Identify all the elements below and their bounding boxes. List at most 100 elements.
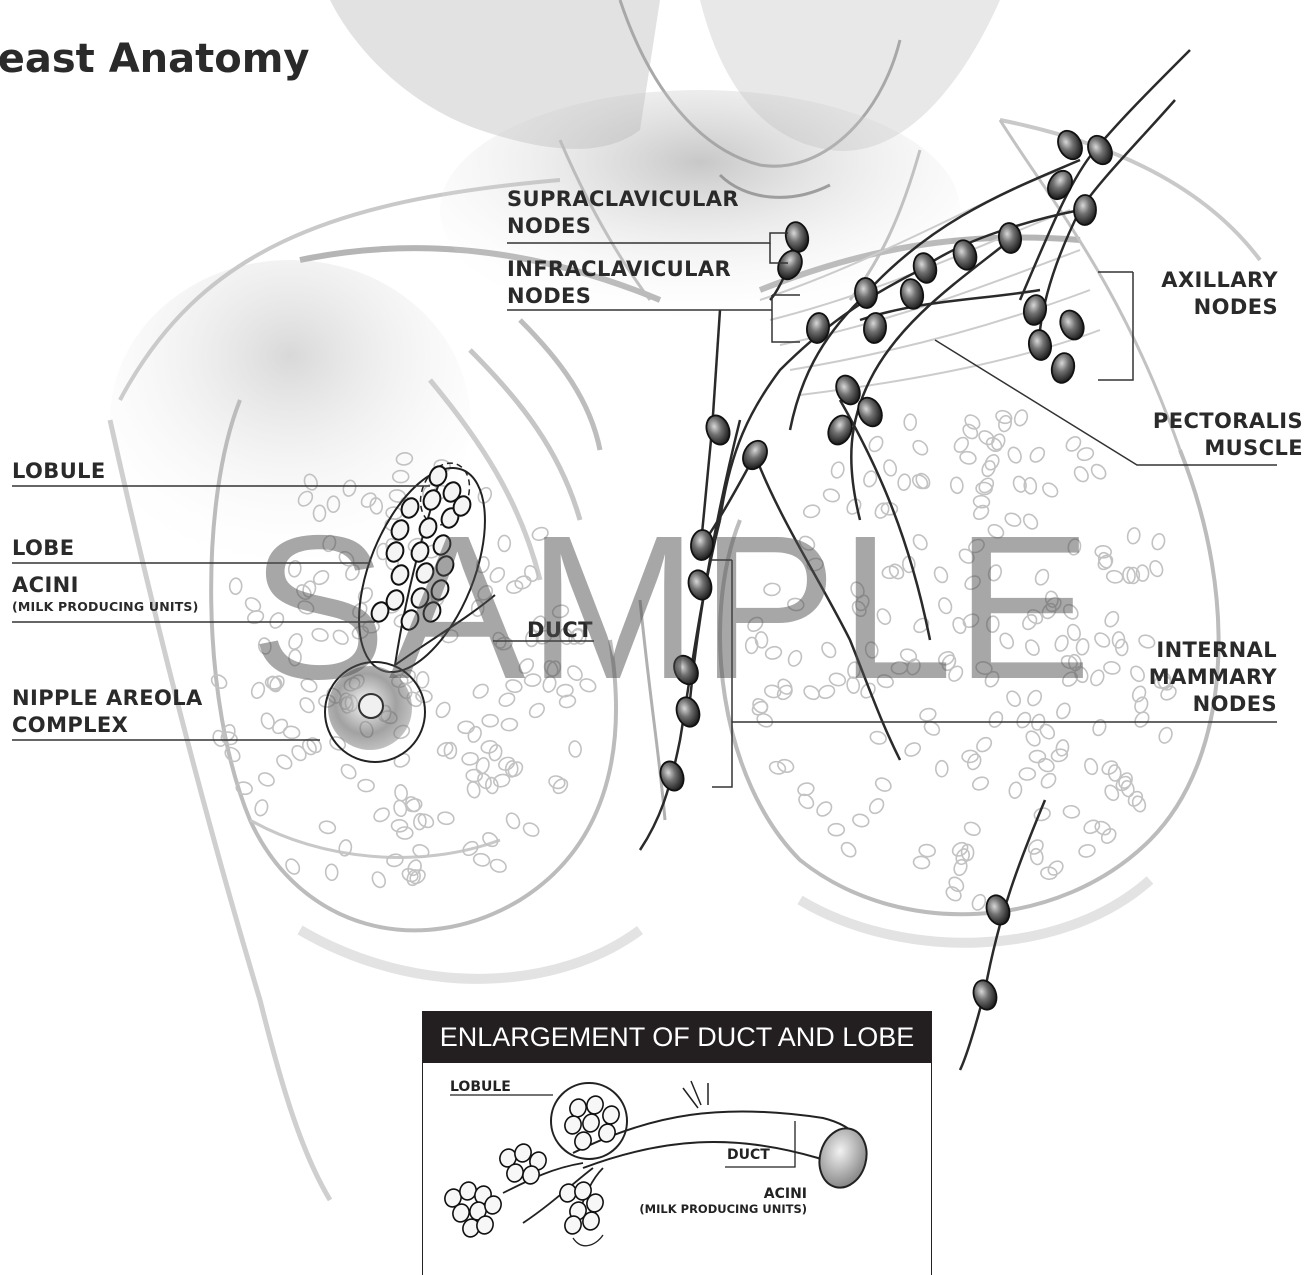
acinus <box>802 683 822 702</box>
lymph-node <box>1049 351 1077 385</box>
label-internal-line2: MAMMARY <box>1149 665 1277 689</box>
acinus <box>950 840 970 859</box>
acinus <box>1029 847 1044 865</box>
acinus <box>471 682 491 701</box>
acinus <box>488 743 504 762</box>
lymph-node <box>738 437 772 474</box>
acinus <box>541 675 557 694</box>
acinus <box>229 578 242 595</box>
acinus <box>458 721 475 734</box>
acinus <box>1067 538 1082 556</box>
acinus <box>797 781 815 797</box>
acinus <box>505 760 518 777</box>
acinus <box>1083 757 1100 776</box>
label-pectoralis-line1: PECTORALIS <box>1153 409 1303 433</box>
acinus <box>288 649 301 666</box>
inset-acinus <box>600 1104 621 1126</box>
acinus <box>386 853 404 868</box>
page-title: reast Anatomy <box>0 36 309 82</box>
acinus <box>551 776 571 796</box>
acinus <box>501 718 518 732</box>
acinus <box>286 632 304 652</box>
label-pectoralis-line2: MUSCLE <box>1204 436 1303 460</box>
inset-acinus <box>580 1112 601 1134</box>
acinus <box>946 874 966 894</box>
label-acini-main: ACINI <box>12 573 79 597</box>
lobe-acinus <box>414 561 437 586</box>
acinus <box>986 522 1006 540</box>
acinus <box>745 615 765 634</box>
acinus <box>899 647 918 664</box>
acinus <box>1102 609 1121 629</box>
acinus <box>1076 446 1095 462</box>
acinus <box>957 547 977 566</box>
acinus <box>462 752 479 765</box>
nipple-areola <box>325 662 425 762</box>
label-duct: DUCT <box>527 617 593 644</box>
acinus <box>1023 638 1042 658</box>
lymph-node <box>669 652 702 689</box>
acinus <box>1019 768 1035 781</box>
acinus <box>1089 462 1109 482</box>
acinus <box>283 725 300 739</box>
acinus <box>524 673 541 687</box>
acinus <box>257 771 277 789</box>
acinus <box>846 676 860 694</box>
acinus <box>913 856 930 870</box>
label-acini-sub: (MILK PRODUCING UNITS) <box>12 599 199 614</box>
acinus <box>504 811 522 831</box>
acinus <box>882 459 898 478</box>
acinus <box>891 661 908 675</box>
acinus <box>331 628 351 647</box>
lymph-node <box>1043 167 1077 204</box>
label-nipple-line1: NIPPLE AREOLA <box>12 686 203 710</box>
acinus <box>745 637 758 654</box>
inset-label-acini: ACINI (MILK PRODUCING UNITS) <box>639 1186 807 1216</box>
acinus <box>802 504 820 520</box>
acinus <box>1013 408 1030 427</box>
label-axillary-nodes: AXILLARY NODES <box>1161 267 1278 321</box>
acinus <box>970 892 988 912</box>
acinus <box>960 422 980 442</box>
label-axillary-line2: NODES <box>1194 295 1278 319</box>
inset-label-acini-sub: (MILK PRODUCING UNITS) <box>639 1202 807 1216</box>
lymph-node <box>1074 195 1097 225</box>
acinus <box>897 473 911 491</box>
acinus <box>817 683 836 700</box>
acinus <box>1150 532 1166 551</box>
acinus <box>875 607 893 627</box>
breast-acini-right <box>745 408 1178 912</box>
lymph-node <box>1056 307 1088 343</box>
acinus <box>919 707 938 723</box>
acinus <box>527 701 547 720</box>
acinus <box>852 813 870 829</box>
acinus <box>475 756 491 775</box>
label-acini: ACINI (MILK PRODUCING UNITS) <box>12 572 199 614</box>
acinus <box>1029 750 1045 763</box>
acinus <box>763 583 780 597</box>
acinus <box>1020 612 1039 632</box>
label-infraclavicular-line1: INFRACLAVICULAR <box>507 257 731 281</box>
acinus <box>776 758 795 775</box>
acinus <box>849 580 867 600</box>
acinus <box>976 475 996 495</box>
acinus <box>932 565 950 585</box>
acinus <box>521 820 541 838</box>
acinus <box>876 673 895 689</box>
acinus <box>289 743 308 763</box>
acinus <box>1099 826 1119 846</box>
acinus <box>1039 771 1059 791</box>
label-supraclavicular-line2: NODES <box>507 214 591 238</box>
acinus <box>764 645 783 661</box>
label-nipple-areola-complex: NIPPLE AREOLA COMPLEX <box>12 685 203 739</box>
acinus <box>755 711 775 729</box>
acinus <box>944 884 964 903</box>
acinus <box>867 796 886 816</box>
lymph-node <box>1022 293 1049 326</box>
acinus <box>869 730 888 746</box>
acinus <box>1078 843 1096 858</box>
acinus <box>391 820 407 833</box>
acinus <box>839 840 859 860</box>
acinus <box>531 525 550 542</box>
acinus <box>867 434 886 454</box>
